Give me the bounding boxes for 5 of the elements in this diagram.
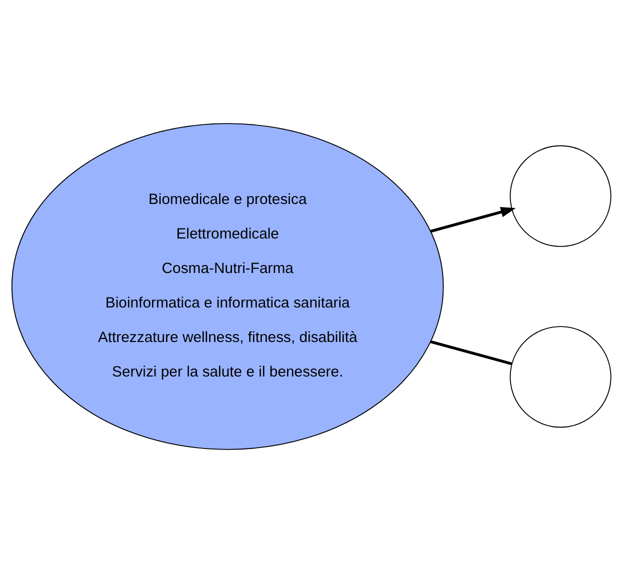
node-circle [510,144,612,246]
node-circle [510,326,612,428]
connector [430,340,512,365]
node-ellipse: Biomedicale e protesica Elettromedicale Cosma-Nutri-Farma Bioinformatica e informatica sanitaria Attrezzature wellness, fitness, disabilità Servizi per la salute e il benessere. [11,122,444,450]
arrow [430,206,516,232]
